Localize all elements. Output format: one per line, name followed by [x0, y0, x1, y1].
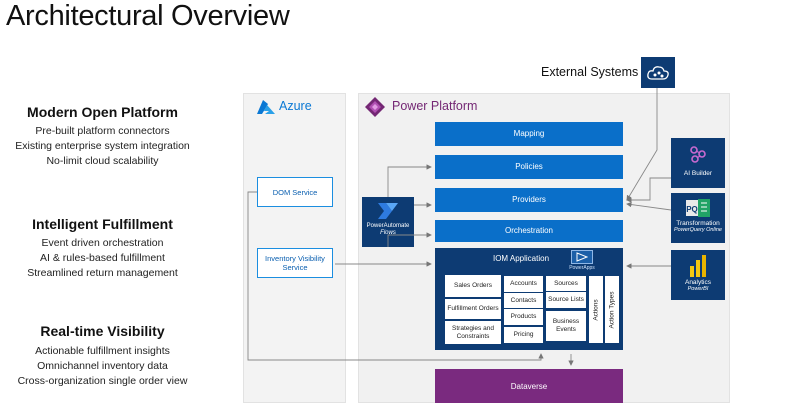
action-types-label: Action Types: [608, 291, 616, 329]
actions-column: [589, 276, 603, 343]
iom-cell-source-lists: Source Lists: [546, 292, 586, 308]
iom-cell-pricing: Pricing: [504, 327, 543, 343]
feature-line: AI & rules-based fulfillment: [40, 252, 165, 264]
iom-cell-accounts: Accounts: [504, 276, 543, 292]
ai-builder-tile: AI Builder: [671, 138, 725, 188]
power-automate-name: PowerAutomate: [366, 223, 410, 229]
layer-providers: Providers: [435, 188, 623, 212]
power-automate-tile: PowerAutomate Flows: [362, 197, 414, 247]
cloud-icon: [641, 57, 675, 88]
inventory-visibility-service-box: Inventory Visibility Service: [257, 248, 333, 278]
power-automate-sub: Flows: [380, 229, 396, 236]
feature-line: No-limit cloud scalability: [46, 155, 159, 167]
svg-text:PQ: PQ: [686, 205, 698, 214]
feature-title: Modern Open Platform: [27, 104, 178, 120]
power-platform-label: Power Platform: [392, 99, 478, 113]
feature-title: Intelligent Fulfillment: [32, 216, 173, 232]
iom-cell-sources: Sources: [546, 276, 586, 291]
azure-logo-icon: [256, 99, 276, 120]
external-systems-label: External Systems: [541, 65, 639, 79]
powerapps-label: PowerApps: [569, 265, 595, 271]
powerbi-icon: [688, 254, 708, 278]
ai-builder-icon: [688, 144, 708, 164]
transformation-tile: PQ Transformation PowerQuery Online: [671, 193, 725, 243]
ai-builder-label: AI Builder: [683, 170, 713, 177]
layer-mapping: Mapping: [435, 122, 623, 146]
power-platform-logo-icon: [364, 96, 386, 123]
layer-orchestration: Orchestration: [435, 220, 623, 242]
transformation-sub: PowerQuery Online: [674, 227, 722, 234]
iom-cell-business-events: Business Events: [546, 311, 586, 341]
layer-policies: Policies: [435, 155, 623, 179]
analytics-tile: Analytics PowerBI: [671, 250, 725, 300]
feature-line: Pre-built platform connectors: [35, 125, 170, 137]
iom-cell-strategies-constraints: Strategies and Constraints: [445, 321, 501, 344]
iom-cell-products: Products: [504, 309, 543, 325]
analytics-sub: PowerBI: [687, 286, 709, 293]
action-types-column: [605, 276, 619, 343]
iom-cell-fulfillment-orders: Fulfillment Orders: [445, 299, 501, 319]
feature-line: Event driven orchestration: [41, 237, 164, 249]
transformation-label: Transformation: [676, 220, 720, 227]
feature-line: Existing enterprise system integration: [15, 140, 190, 152]
page-title: Architectural Overview: [6, 0, 290, 32]
actions-label: Actions: [592, 299, 600, 321]
feature-title: Real-time Visibility: [40, 323, 165, 339]
powerquery-icon: PQ: [685, 198, 711, 218]
feature-line: Actionable fulfillment insights: [35, 345, 170, 357]
power-automate-icon: [377, 202, 399, 220]
iom-cell-sales-orders: Sales Orders: [445, 275, 501, 297]
iom-cell-contacts: Contacts: [504, 293, 543, 308]
feature-line: Omnichannel inventory data: [37, 360, 168, 372]
dom-service-box: DOM Service: [257, 177, 333, 207]
azure-label: Azure: [279, 99, 312, 113]
analytics-label: Analytics: [684, 279, 711, 286]
powerapps-icon: [571, 250, 593, 264]
feature-line: Streamlined return management: [27, 267, 178, 279]
feature-line: Cross-organization single order view: [17, 375, 188, 387]
dataverse-box: Dataverse: [435, 369, 623, 403]
